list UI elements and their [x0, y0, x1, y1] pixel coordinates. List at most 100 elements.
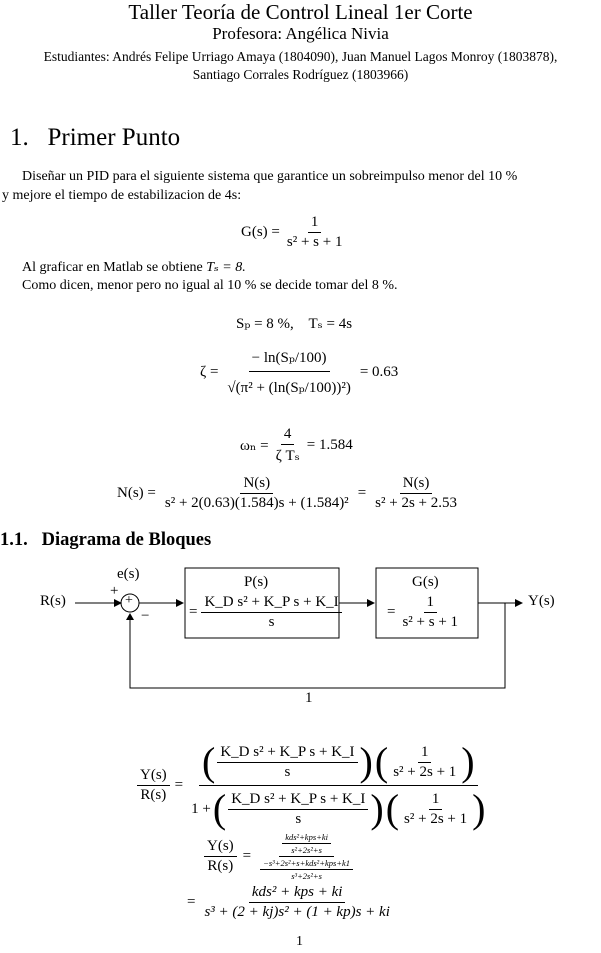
step2-num-num: kds²+kps+ki — [282, 832, 332, 844]
wn-numerator: 4 — [280, 426, 295, 445]
zeta-value: = 0.63 — [359, 364, 399, 380]
cl-d-numerator: 1 — [428, 791, 443, 810]
cl-c-numerator: K_D s² + K_P s + K_I — [228, 791, 369, 810]
plus-top-sign: + — [110, 583, 119, 599]
feedback-gain: 1 — [305, 690, 313, 706]
ns-numerator-2: N(s) — [399, 475, 433, 494]
y-label: Y(s) — [528, 593, 555, 609]
ns-denominator-2: s² + 2s + 2.53 — [375, 495, 457, 511]
paren-close: ) — [359, 739, 373, 784]
ns-denominator-1: s² + 2(0.63)(1.584)s + (1.584)² — [164, 495, 349, 511]
block-diagram-lines — [75, 567, 523, 689]
step2-lhs-fraction: Y(s) R(s) — [204, 838, 237, 875]
gs-fraction: 1 s² + s + 1 — [284, 214, 346, 251]
sum-plus-sign: + — [125, 593, 133, 608]
g-label: G(s) — [412, 574, 439, 590]
g-fraction: 1 s² + s + 1 — [399, 594, 461, 631]
e-label: e(s) — [117, 566, 140, 582]
cl-lhs-numerator: Y(s) — [137, 767, 170, 786]
cl-equals: = — [174, 777, 184, 793]
wn-value: = 1.584 — [306, 437, 353, 453]
p-numerator: K_D s² + K_P s + K_I — [201, 594, 342, 613]
final-equation: = kds² + kps + ki s³ + (2 + kj)s² + (1 +… — [187, 884, 393, 921]
g-denominator: s² + s + 1 — [402, 614, 459, 630]
step2-den-num: −s³+2s²+s+kds²+kps+k1 — [260, 858, 354, 870]
matlab-text: Al graficar en Matlab se obtiene — [22, 260, 203, 275]
ns-equation: N(s) = N(s) s² + 2(0.63)(1.584)s + (1.58… — [117, 475, 460, 512]
g-equals: = — [387, 604, 396, 620]
step2-den-fraction: −s³+2s²+s+kds²+kps+k1 s³+2s²+s — [260, 858, 354, 881]
students-line-1: Estudiantes: Andrés Felipe Urriago Amaya… — [43, 49, 558, 64]
document-title: Taller Teoría de Control Lineal 1er Cort… — [128, 0, 473, 24]
feedback-path — [129, 603, 506, 689]
ns-lhs: N(s) = — [117, 485, 156, 501]
cl-main-numerator: ( K_D s² + K_P s + K_I s ) ( 1 s² + 2s +… — [199, 742, 478, 786]
step2-equals: = — [242, 848, 252, 864]
step2-den-den: s³+2s²+s — [291, 871, 322, 881]
paren-close: ) — [461, 739, 475, 784]
choice-line: Como dicen, menor pero no igual al 10 % … — [22, 278, 398, 293]
professor-line: Profesora: Angélica Nivia — [212, 24, 389, 43]
matlab-line: Al graficar en Matlab se obtiene Tₛ = 8. — [22, 259, 246, 276]
p-equals: = — [189, 604, 198, 620]
ns-numerator-1: N(s) — [240, 475, 274, 494]
wn-fraction: 4 ζ Tₛ — [273, 426, 303, 465]
cl-lhs-denominator: R(s) — [140, 787, 167, 803]
section-heading-primer-punto: 1. Primer Punto — [10, 124, 181, 151]
gs-equation: G(s) = 1 s² + s + 1 — [241, 214, 345, 251]
paren-open: ( — [212, 786, 227, 831]
cl-lhs-fraction: Y(s) R(s) — [137, 767, 170, 804]
r-label: R(s) — [40, 593, 66, 609]
step2-main-numerator: kds²+kps+ki s²+2s²+s — [279, 832, 335, 857]
cl-d-denominator: s² + 2s + 1 — [404, 810, 468, 827]
wn-equation: ωₙ = 4 ζ Tₛ = 1.584 — [240, 426, 353, 465]
students-line: Estudiantes: Andrés Felipe Urriago Amaya… — [0, 48, 601, 84]
sp-ts-equation: Sₚ = 8 %, Tₛ = 4s — [236, 316, 353, 332]
paren-open: ( — [202, 739, 216, 784]
final-equals: = — [187, 894, 196, 910]
matlab-ts: Tₛ = 8. — [206, 260, 246, 275]
paren-close: ) — [370, 786, 384, 831]
gs-lhs: G(s) = — [241, 224, 280, 240]
step2-num-fraction: kds²+kps+ki s²+2s²+s — [282, 832, 332, 855]
cl-main-fraction: ( K_D s² + K_P s + K_I s ) ( 1 s² + 2s +… — [188, 742, 488, 829]
ns-fraction-2: N(s) s² + 2s + 2.53 — [372, 475, 460, 512]
cl-b-denominator: s² + 2s + 1 — [393, 763, 457, 780]
g-transfer: = 1 s² + s + 1 — [387, 594, 461, 631]
cl-a-denominator: s — [284, 763, 291, 780]
wn-denominator: ζ Tₛ — [275, 448, 300, 464]
ns-fraction-1: N(s) s² + 2(0.63)(1.584)s + (1.584)² — [162, 475, 352, 512]
page-number: 1 — [296, 934, 303, 949]
cl-c-fraction: K_D s² + K_P s + K_I s — [228, 791, 369, 828]
final-denominator: s³ + (2 + kj)s² + (1 + kp)s + ki — [204, 904, 390, 920]
step2-lhs-denominator: R(s) — [207, 858, 234, 874]
p-label: P(s) — [244, 574, 269, 590]
closed-loop-equation: Y(s) R(s) = ( K_D s² + K_P s + K_I s ) (… — [137, 742, 488, 829]
paren-open: ( — [374, 739, 389, 784]
cl-a-fraction: K_D s² + K_P s + K_I s — [217, 744, 358, 781]
p-transfer: = K_D s² + K_P s + K_I s — [189, 594, 342, 631]
second-step-equation: Y(s) R(s) = kds²+kps+ki s²+2s²+s −s³+2s²… — [204, 832, 356, 881]
feedback-arrowhead — [126, 613, 134, 620]
students-line-2: Santiago Corrales Rodríguez (1803966) — [192, 67, 409, 82]
cl-a-numerator: K_D s² + K_P s + K_I — [217, 744, 358, 763]
ns-equals: = — [357, 485, 367, 501]
paren-open: ( — [385, 786, 400, 831]
cl-c-denominator: s — [295, 810, 302, 827]
cl-b-fraction: 1 s² + 2s + 1 — [390, 744, 459, 781]
cl-b-numerator: 1 — [417, 744, 432, 763]
zeta-lhs: ζ = — [200, 364, 219, 380]
one-plus: 1 + — [191, 800, 211, 817]
step2-main-fraction: kds²+kps+ki s²+2s²+s −s³+2s²+s+kds²+kps+… — [257, 832, 356, 881]
cl-d-fraction: 1 s² + 2s + 1 — [401, 791, 470, 828]
zeta-numerator: − ln(Sₚ/100) — [248, 348, 330, 372]
section-heading-diagrama: 1.1. Diagrama de Bloques — [0, 530, 212, 550]
zeta-denominator: √(π² + (ln(Sₚ/100))²) — [227, 380, 351, 396]
cl-main-denominator: 1 + ( K_D s² + K_P s + K_I s ) ( 1 s² + … — [188, 786, 488, 829]
wn-lhs: ωₙ = — [240, 438, 269, 454]
zeta-fraction: − ln(Sₚ/100) √(π² + (ln(Sₚ/100))²) — [224, 348, 353, 397]
step2-lhs-numerator: Y(s) — [204, 838, 237, 857]
p-denominator: s — [268, 614, 275, 630]
intro-line-1: Diseñar un PID para el siguiente sistema… — [22, 169, 518, 184]
paren-close: ) — [472, 786, 486, 831]
